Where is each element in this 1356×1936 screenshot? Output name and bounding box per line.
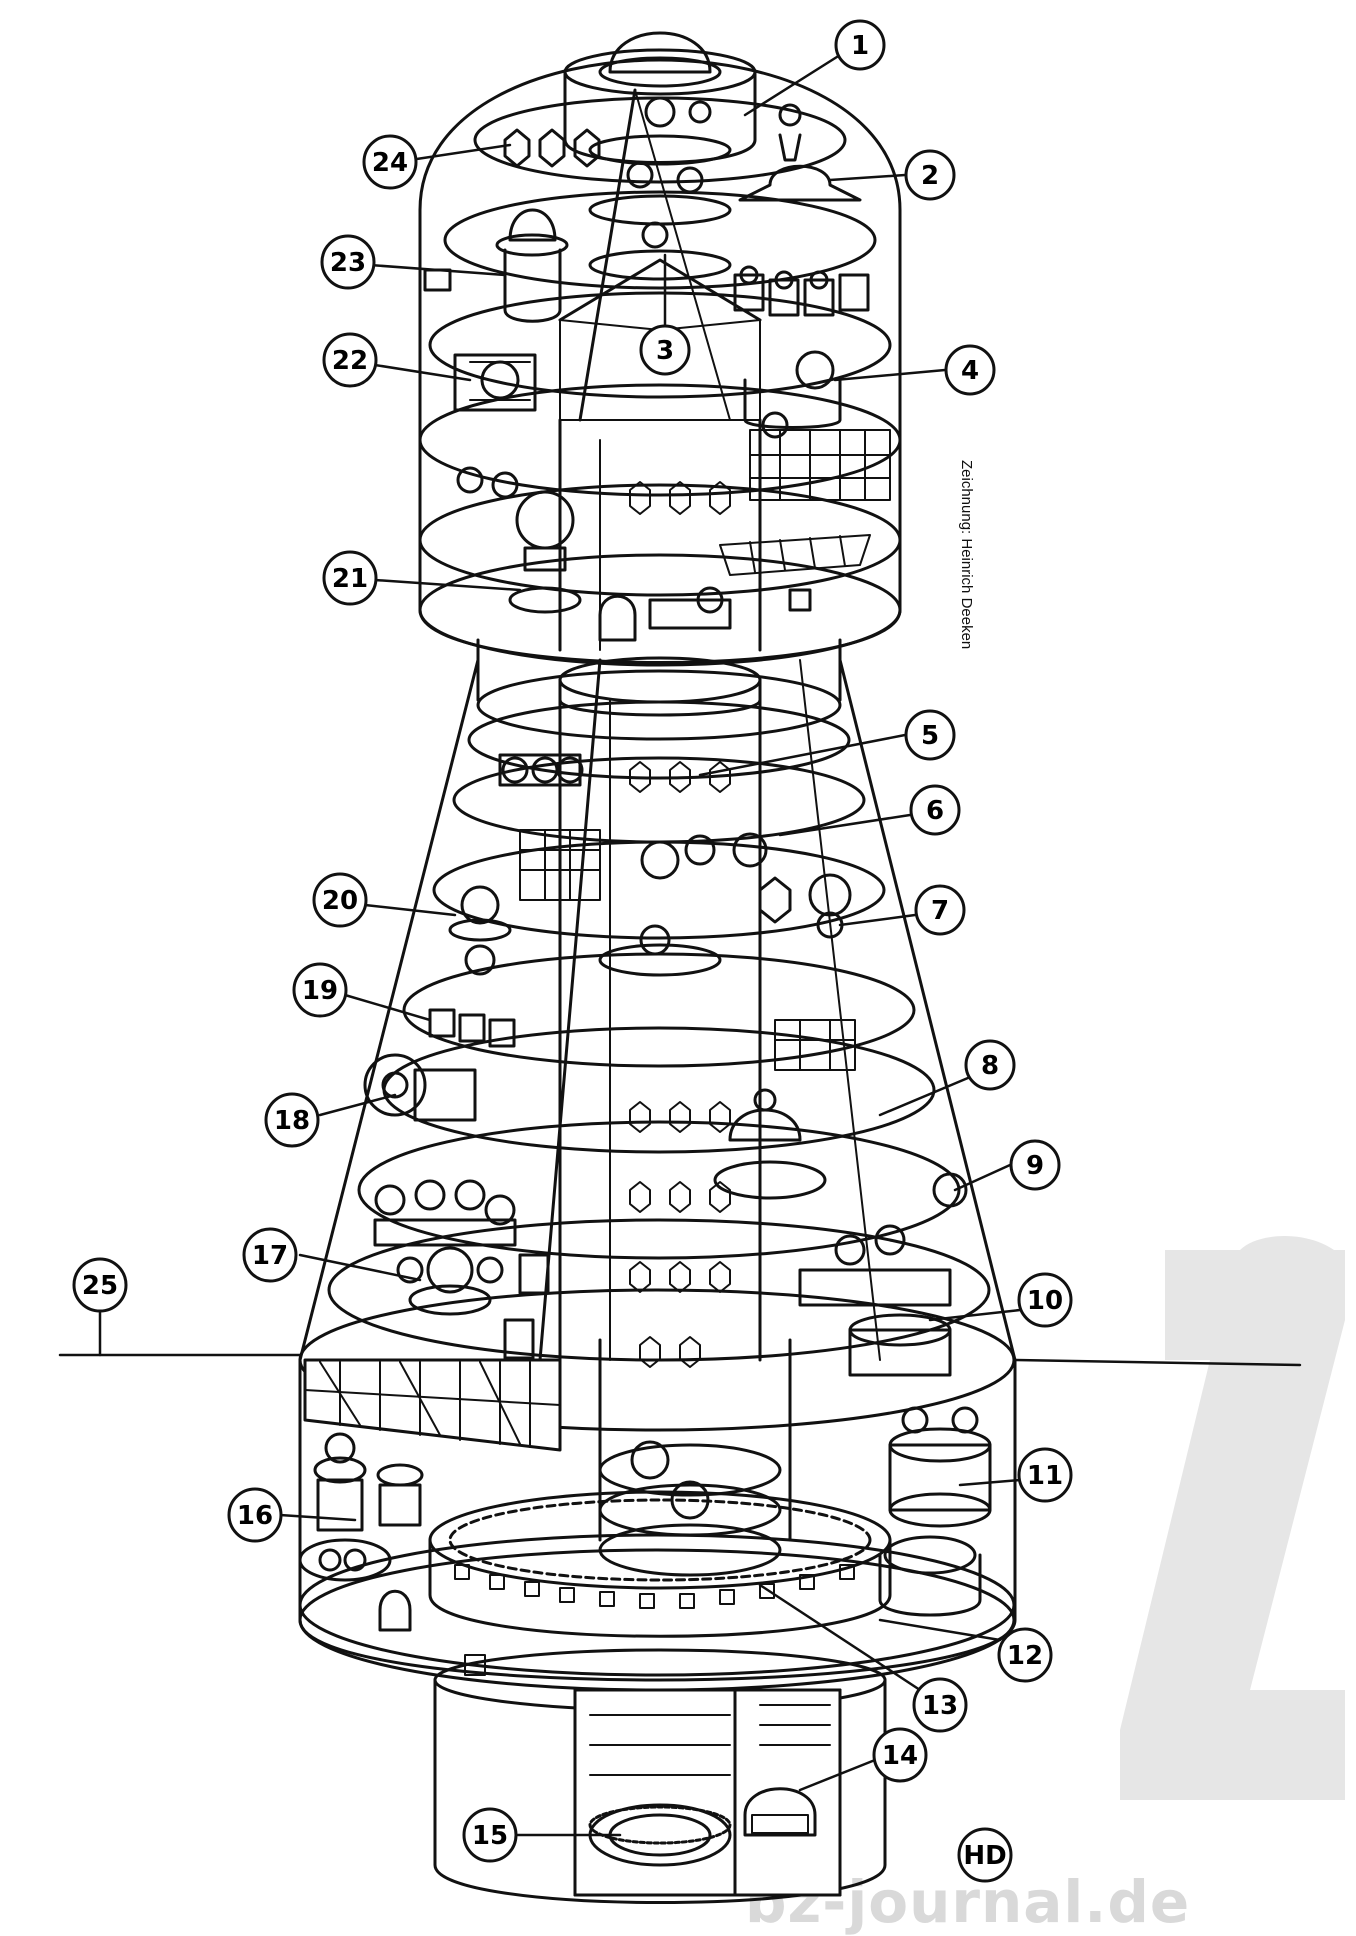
- callout-4: 4: [944, 344, 996, 396]
- callout-17: 17: [242, 1227, 298, 1283]
- callout-17-label: 17: [252, 1241, 288, 1271]
- callout-25-label: 25: [82, 1271, 118, 1301]
- callout-12-label: 12: [1007, 1641, 1043, 1671]
- neck-section: [476, 638, 842, 741]
- callout-15-label: 15: [472, 1821, 508, 1851]
- cone-section: [298, 656, 1017, 1368]
- monogram: HD: [957, 1827, 1013, 1883]
- callout-6: 6: [909, 784, 961, 836]
- callout-25: 25: [72, 1257, 128, 1313]
- callout-8-label: 8: [981, 1051, 999, 1081]
- callout-13-label: 13: [922, 1691, 958, 1721]
- callout-18-label: 18: [274, 1106, 310, 1136]
- callout-21: 21: [322, 550, 378, 606]
- callout-3-label: 3: [656, 336, 674, 366]
- callout-16-label: 16: [237, 1501, 273, 1531]
- callout-8: 8: [964, 1039, 1016, 1091]
- callout-9-label: 9: [1026, 1151, 1044, 1181]
- callout-20-label: 20: [322, 886, 358, 916]
- callout-18: 18: [264, 1092, 320, 1148]
- callout-7-label: 7: [931, 896, 949, 926]
- base-cylinder: [433, 1648, 887, 1904]
- callout-3: 3: [639, 324, 691, 376]
- callout-10-label: 10: [1027, 1286, 1063, 1316]
- callout-23: 23: [320, 234, 376, 290]
- callout-1: 1: [834, 19, 886, 71]
- callout-11: 11: [1017, 1447, 1073, 1503]
- callout-13: 13: [912, 1677, 968, 1733]
- callout-24: 24: [362, 134, 418, 190]
- callout-21-label: 21: [332, 564, 368, 594]
- artist-credit: Zeichnung: Heinrich Deeken: [958, 460, 975, 650]
- monogram-label: HD: [963, 1841, 1006, 1871]
- callout-12: 12: [997, 1627, 1053, 1683]
- callout-4-label: 4: [961, 356, 979, 386]
- callout-10: 10: [1017, 1272, 1073, 1328]
- callout-23-label: 23: [330, 248, 366, 278]
- callout-19-label: 19: [302, 976, 338, 1006]
- callout-22-label: 22: [332, 346, 368, 376]
- callout-14: 14: [872, 1727, 928, 1783]
- lower-section: [298, 1288, 1017, 1692]
- callout-2-label: 2: [921, 161, 939, 191]
- callout-20: 20: [312, 872, 368, 928]
- callout-5-label: 5: [921, 721, 939, 751]
- callout-5: 5: [904, 709, 956, 761]
- callout-9: 9: [1009, 1139, 1061, 1191]
- callout-19: 19: [292, 962, 348, 1018]
- callout-1-label: 1: [851, 31, 869, 61]
- callout-7: 7: [914, 884, 966, 936]
- leader-lines: [58, 53, 1302, 1837]
- callout-16: 16: [227, 1487, 283, 1543]
- callout-22: 22: [322, 332, 378, 388]
- callout-14-label: 14: [882, 1741, 918, 1771]
- callout-15: 15: [462, 1807, 518, 1863]
- callout-24-label: 24: [372, 148, 408, 178]
- callout-2: 2: [904, 149, 956, 201]
- dome-section: [418, 31, 902, 667]
- callout-6-label: 6: [926, 796, 944, 826]
- callout-11-label: 11: [1027, 1461, 1063, 1491]
